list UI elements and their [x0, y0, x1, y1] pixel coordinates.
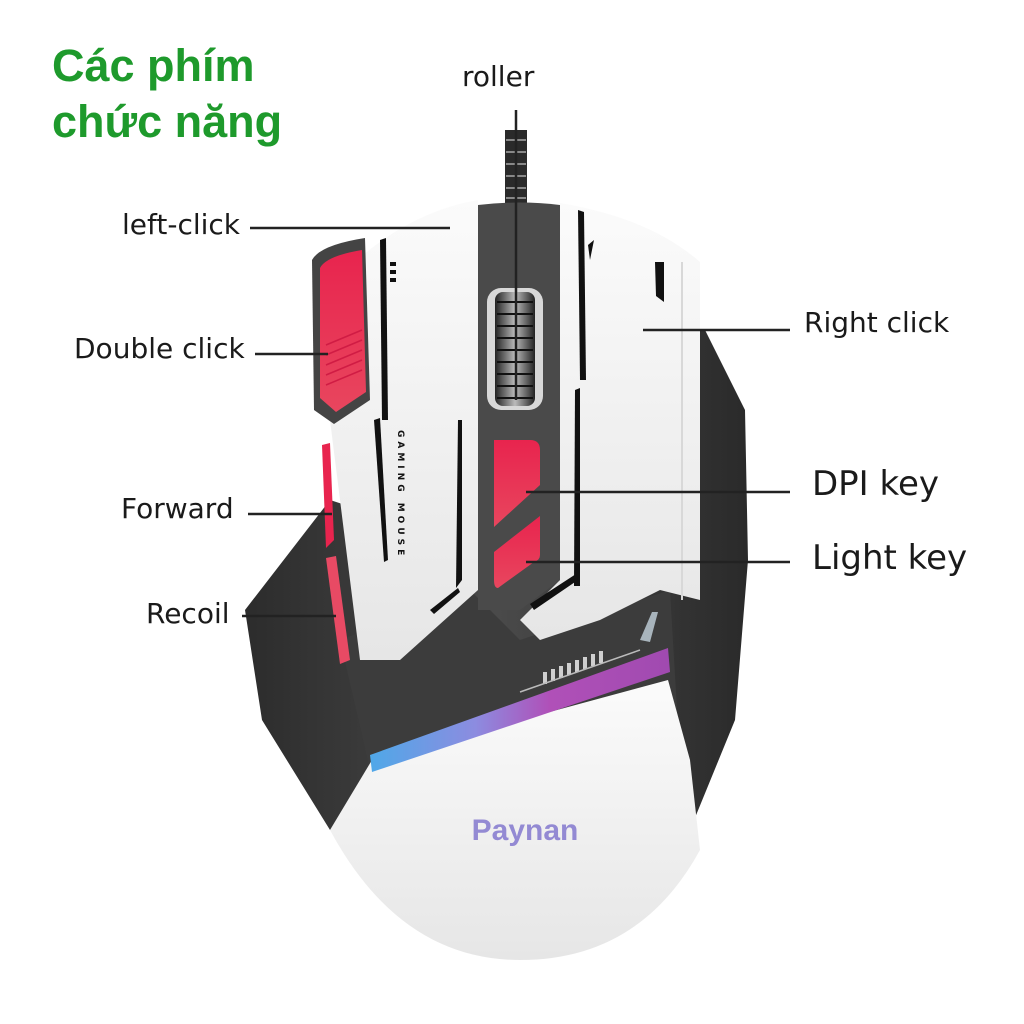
double-click-button[interactable] — [312, 238, 370, 424]
label-forward: Forward — [121, 492, 234, 525]
label-right-click: Right click — [804, 306, 950, 339]
dpi-key[interactable] — [494, 440, 540, 527]
label-dpi-key: DPI key — [812, 464, 940, 504]
brand-logo: Paynan — [472, 814, 579, 847]
recoil-button[interactable] — [326, 556, 350, 664]
gaming-mouse-print: GAMING MOUSE — [395, 430, 405, 559]
light-key[interactable] — [494, 516, 540, 588]
shell-decals — [374, 210, 664, 614]
forward-button[interactable] — [322, 443, 334, 548]
title-line-2: chức năng — [52, 96, 283, 147]
vent-slots — [543, 651, 603, 684]
label-roller: roller — [462, 60, 535, 93]
label-double-click: Double click — [74, 332, 245, 365]
right-click-button[interactable] — [520, 203, 700, 640]
scroll-wheel[interactable] — [487, 288, 543, 410]
label-recoil: Recoil — [146, 597, 230, 630]
leader-lines — [242, 110, 790, 618]
page-title: Các phím chức năng — [52, 38, 282, 150]
label-left-click: left-click — [122, 208, 241, 241]
title-line-1: Các phím — [52, 40, 255, 91]
label-light-key: Light key — [812, 538, 968, 578]
rgb-light-strip — [370, 648, 670, 772]
